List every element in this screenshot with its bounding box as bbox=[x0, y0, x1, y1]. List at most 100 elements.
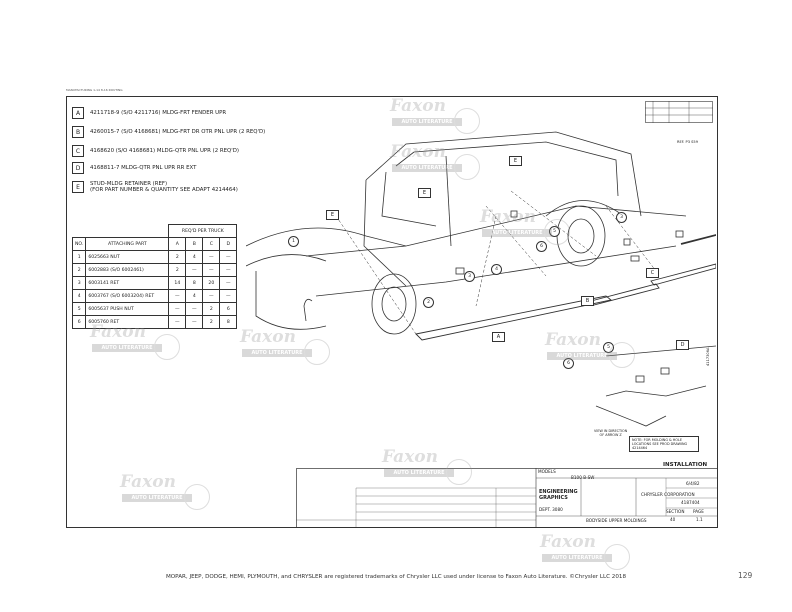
seal-icon bbox=[604, 544, 630, 570]
cell: — bbox=[185, 315, 204, 329]
legend-key: B bbox=[72, 126, 84, 138]
col-header: ATTACHING PART bbox=[85, 237, 170, 251]
col-header: B bbox=[185, 237, 204, 251]
ref-number-5: 5 bbox=[549, 226, 560, 237]
cell: 4 bbox=[71, 289, 87, 303]
dept-number: DEPT. 3080 bbox=[539, 507, 563, 512]
reference-note: REF. P3 S59 bbox=[677, 140, 698, 144]
view-direction-note: VIEW IN DIRECTION OF ARROW Z bbox=[594, 429, 627, 437]
cell: 20 bbox=[202, 276, 221, 290]
table-row: 2 6002883 (S/O 6002461) 2 — — — bbox=[71, 263, 238, 277]
revision-table bbox=[645, 101, 713, 123]
cell: 8 bbox=[185, 276, 204, 290]
company-name: CHRYSLER CORPORATION bbox=[641, 492, 695, 497]
cell: 6003767 (S/O 6003204) RET bbox=[85, 289, 170, 303]
legend-key: A bbox=[72, 107, 84, 119]
legend-text-line-1: STUD-MLDG RETAINER (REF) bbox=[90, 180, 168, 187]
vertical-id-number: 4117306A bbox=[706, 347, 710, 366]
truck-illustration bbox=[246, 131, 716, 427]
models-label: MODELS bbox=[538, 469, 556, 474]
drawing-description: BODYSIDE UPPER MOLDINGS bbox=[586, 518, 647, 523]
cell: — bbox=[185, 263, 204, 277]
cell: 1 bbox=[71, 250, 87, 264]
cell: — bbox=[202, 263, 221, 277]
cell: 2 bbox=[168, 263, 187, 277]
title-block-grid bbox=[296, 468, 718, 528]
dept-line-1: ENGINEERING bbox=[539, 489, 578, 495]
callout-d: D bbox=[676, 340, 689, 350]
cell: 2 bbox=[71, 263, 87, 277]
attaching-parts-table: REQ'D PER TRUCK NO. ATTACHING PART A B C… bbox=[71, 224, 238, 329]
installation-label: INSTALLATION bbox=[663, 462, 708, 468]
cell: 6 bbox=[71, 315, 87, 329]
view-note-line-1: VIEW IN DIRECTION bbox=[594, 429, 628, 433]
ref-number-2: 2 bbox=[423, 297, 434, 308]
legend-row-e: E STUD-MLDG RETAINER (REF) (FOR PART NUM… bbox=[72, 178, 238, 196]
cell: 2 bbox=[202, 315, 221, 329]
legend-row-a: A 4211718-9 (S/O 4211716) MLDG-FRT FENDE… bbox=[72, 106, 226, 120]
trademark-footer: MOPAR, JEEP, DODGE, HEMI, PLYMOUTH, and … bbox=[165, 574, 627, 580]
section-label: SECTION bbox=[666, 509, 685, 514]
legend-text: 4168811-7 MLDG-QTR PNL UPR RR EXT bbox=[90, 164, 197, 171]
legend-key: C bbox=[72, 145, 84, 157]
section-value: 40 bbox=[670, 517, 676, 522]
cell: 4 bbox=[185, 250, 204, 264]
cell: 6025663 NUT bbox=[85, 250, 170, 264]
ref-number-3: 3 bbox=[464, 271, 475, 282]
cell: — bbox=[185, 302, 204, 316]
cell: — bbox=[168, 302, 187, 316]
ref-number-3: 3 bbox=[616, 212, 627, 223]
table-spacer bbox=[73, 225, 169, 238]
table-row: 5 6005637 PUSH NUT — — 2 6 bbox=[71, 302, 238, 316]
ref-number-1: 1 bbox=[288, 236, 299, 247]
callout-e: E bbox=[509, 156, 522, 166]
page-value: 1.1 bbox=[696, 517, 703, 522]
ref-number-6: 6 bbox=[536, 241, 547, 252]
cell: — bbox=[202, 250, 221, 264]
cell: 2 bbox=[168, 250, 187, 264]
cell: 6005637 PUSH NUT bbox=[85, 302, 170, 316]
ref-number-5: 5 bbox=[603, 342, 614, 353]
legend-key: D bbox=[72, 162, 84, 174]
models-value: B100 B-SW bbox=[571, 475, 595, 480]
cell: 6 bbox=[219, 302, 238, 316]
cell: — bbox=[168, 289, 187, 303]
cell: 4 bbox=[185, 289, 204, 303]
ref-number-6: 6 bbox=[563, 358, 574, 369]
cell: — bbox=[219, 250, 238, 264]
cell: 14 bbox=[168, 276, 187, 290]
callout-c: C bbox=[646, 268, 659, 278]
legend-text-line-2: (FOR PART NUMBER & QUANTITY SEE ADAPT 42… bbox=[90, 187, 238, 193]
cell: — bbox=[219, 263, 238, 277]
cell: 8 bbox=[219, 315, 238, 329]
cell: 6002883 (S/O 6002461) bbox=[85, 263, 170, 277]
page-label: PAGE bbox=[693, 509, 704, 514]
cell: 6003141 RET bbox=[85, 276, 170, 290]
col-header: A bbox=[168, 237, 187, 251]
col-header: D bbox=[219, 237, 238, 251]
cell: 3 bbox=[71, 276, 87, 290]
callout-e: E bbox=[418, 188, 431, 198]
view-note-line-2: OF ARROW Z bbox=[599, 433, 622, 437]
callout-e: E bbox=[326, 210, 339, 220]
table-group-header: REQ'D PER TRUCK bbox=[168, 224, 238, 238]
dept-line-2: GRAPHICS bbox=[539, 495, 568, 501]
ref-number-4: 4 bbox=[491, 264, 502, 275]
sheet-header-text: MANUFACTURING 1-14 8-16 ROUTING bbox=[66, 88, 123, 92]
legend-row-c: C 4168620 (S/O 4168681) MLDG-QTR PNL UPR… bbox=[72, 144, 239, 158]
legend-row-d: D 4168811-7 MLDG-QTR PNL UPR RR EXT bbox=[72, 161, 196, 175]
page-number: 129 bbox=[738, 571, 753, 580]
cell: 2 bbox=[202, 302, 221, 316]
cell: 5 bbox=[71, 302, 87, 316]
cell: — bbox=[168, 315, 187, 329]
legend-text-multiline: STUD-MLDG RETAINER (REF) (FOR PART NUMBE… bbox=[90, 181, 238, 194]
table-row: 6 6005760 RET — — 2 8 bbox=[71, 315, 238, 329]
col-header: NO. bbox=[71, 237, 87, 251]
legend-text: 4260015-7 (S/O 4168681) MLDG-FRT DR OTR … bbox=[90, 128, 266, 135]
cell: — bbox=[219, 276, 238, 290]
table-row: 3 6003141 RET 14 8 20 — bbox=[71, 276, 238, 290]
callout-a: A bbox=[492, 332, 505, 342]
dept-name: ENGINEERING GRAPHICS bbox=[539, 489, 578, 501]
drawing-sheet: MANUFACTURING 1-14 8-16 ROUTING A 421171… bbox=[66, 88, 718, 528]
table-row: 4 6003767 (S/O 6003204) RET — 4 — — bbox=[71, 289, 238, 303]
